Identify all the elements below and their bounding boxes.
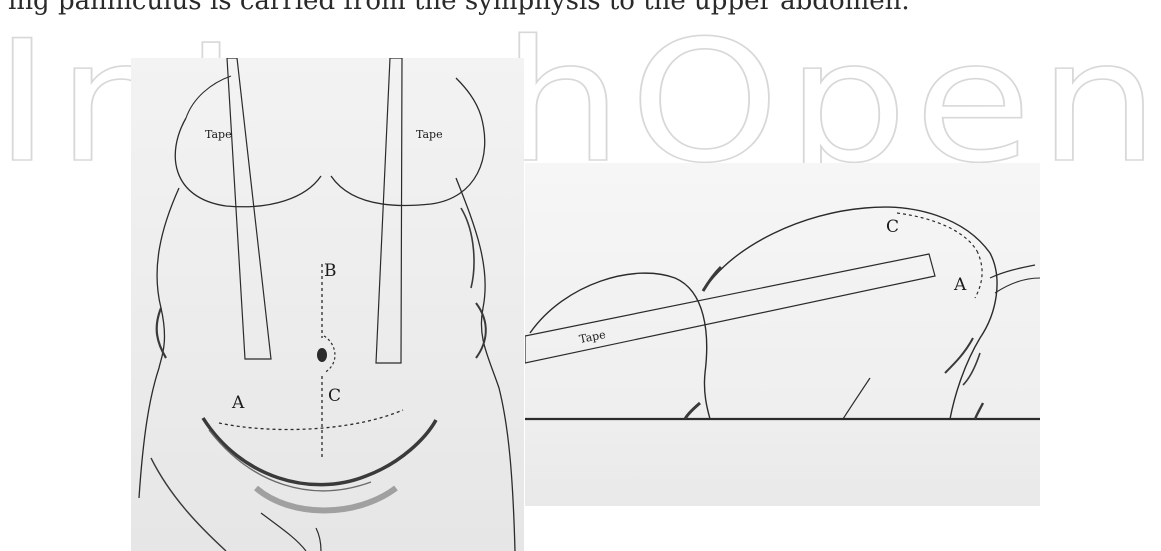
knee-shadow bbox=[975, 403, 983, 419]
side-point-c-label: C bbox=[886, 217, 899, 237]
thigh-line-right bbox=[316, 528, 321, 551]
marking-a-arc bbox=[975, 251, 982, 298]
umbilicus bbox=[317, 348, 327, 362]
thigh-shadow bbox=[685, 403, 700, 419]
right-breast-outline bbox=[331, 78, 485, 206]
point-a-label: A bbox=[231, 393, 245, 413]
point-b-label: B bbox=[324, 261, 337, 281]
abdomen-outline bbox=[703, 207, 997, 419]
right-flank-shadow bbox=[476, 303, 486, 358]
left-breast-top bbox=[186, 76, 231, 118]
left-breast-outline bbox=[175, 118, 321, 207]
incision-line bbox=[219, 410, 403, 430]
pubic-fold bbox=[203, 418, 436, 485]
abdomen-fold-2 bbox=[963, 353, 980, 385]
point-c-label: C bbox=[328, 386, 341, 406]
right-tape bbox=[376, 58, 402, 363]
side-view-drawing: Tape C A bbox=[525, 163, 1040, 506]
side-view-svg: Tape C A bbox=[525, 163, 1040, 506]
left-tape bbox=[227, 58, 271, 359]
torso-right-outline bbox=[456, 178, 515, 551]
front-view-svg: Tape Tape B C A bbox=[131, 58, 524, 551]
abdomen-fold-1 bbox=[945, 338, 973, 373]
side-point-a-label: A bbox=[953, 275, 967, 295]
left-thigh-outline bbox=[151, 458, 226, 551]
front-view-drawing: Tape Tape B C A bbox=[131, 58, 524, 551]
marking-c-arc bbox=[897, 213, 977, 251]
thigh-outline bbox=[530, 273, 710, 419]
breast-lower bbox=[995, 278, 1040, 293]
side-tape-label: Tape bbox=[578, 328, 607, 346]
figure-caption: ing panniculus is carried from the symph… bbox=[0, 0, 1161, 16]
left-tape-label: Tape bbox=[205, 128, 232, 141]
leg-line bbox=[843, 378, 870, 419]
side-tape bbox=[525, 254, 935, 363]
right-tape-label: Tape bbox=[416, 128, 443, 141]
thigh-line-left bbox=[261, 513, 306, 551]
abdomen-junction-shadow bbox=[703, 267, 721, 291]
